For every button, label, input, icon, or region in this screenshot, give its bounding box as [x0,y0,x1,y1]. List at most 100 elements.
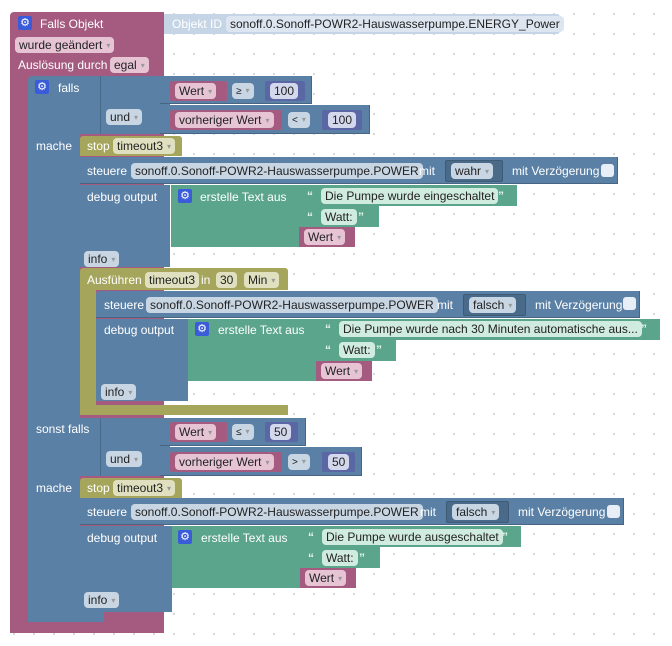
with-label: mit [437,298,453,312]
chevron-down-icon: ▾ [508,301,513,310]
chevron-down-icon: ▾ [301,115,306,124]
chevron-down-icon: ▾ [338,574,343,583]
text-field[interactable]: Watt: [321,209,357,225]
stop-timer-name: timeout3 [117,139,164,153]
variable-dropdown[interactable]: Wert▾ [175,424,217,440]
number-field[interactable]: 100 [270,83,299,99]
operator-dropdown[interactable]: <▾ [288,112,310,128]
chevron-down-icon: ▾ [265,458,270,467]
delay-checkbox[interactable] [623,297,636,310]
unit-dropdown[interactable]: Min▾ [244,272,280,288]
stop-timer-name: timeout3 [117,481,164,495]
variable-name: Wert [179,84,205,98]
log-level-value: info [105,385,125,399]
and-label: und [110,110,131,124]
variable-dropdown[interactable]: Wert▾ [175,83,217,99]
control-object-field[interactable]: sonoff.0.Sonoff-POWR2-Hauswasserpumpe.PO… [131,504,423,520]
control-label: steuere [87,164,128,178]
variable-dropdown[interactable]: Wert▾ [304,229,346,245]
log-level-value: info [88,593,108,607]
debug-label: debug output [87,190,158,204]
object-id-label: Objekt ID [172,17,223,31]
chevron-down-icon: ▾ [134,113,139,122]
operator-dropdown[interactable]: >▾ [288,454,310,470]
variable-name: Wert [179,425,205,439]
chevron-down-icon: ▾ [134,455,139,464]
chevron-down-icon: ▾ [140,61,145,70]
variable-dropdown[interactable]: Wert▾ [305,570,347,586]
text-field[interactable]: Watt: [322,550,358,566]
execute-timer-field[interactable]: timeout3 [145,272,200,288]
execute-timeout-side [80,290,96,414]
if-block[interactable] [28,76,80,620]
operator-value: > [292,457,298,468]
number-field[interactable]: 50 [328,454,350,470]
with-label: mit [420,505,436,519]
variable-dropdown[interactable]: vorheriger Wert▾ [175,454,274,470]
trigger-by-dropdown[interactable]: egal▾ [110,57,149,73]
and-label: und [110,452,131,466]
text-join-block[interactable] [172,526,300,588]
do2-label: mache [36,481,73,495]
delay-label: mit Verzögerung [535,298,623,312]
text-join-block[interactable] [188,319,316,381]
gear-icon[interactable]: ⚙ [195,322,209,336]
execute-timeout-footer [80,405,288,415]
execute-label: Ausführen [87,273,142,287]
variable-dropdown[interactable]: Wert▾ [321,363,363,379]
gear-icon[interactable]: ⚙ [178,530,192,544]
gear-icon[interactable]: ⚙ [35,80,49,94]
stop-label: stop [87,481,110,495]
log-level-dropdown[interactable]: info▾ [84,251,120,267]
close-quote-icon: ” [498,189,504,203]
condition-dropdown[interactable]: wurde geändert▾ [15,37,115,53]
chevron-down-icon: ▾ [167,484,172,493]
text-field[interactable]: Die Pumpe wurde nach 30 Minuten automati… [339,321,642,337]
stop-label: stop [87,139,110,153]
boolean-dropdown[interactable]: falsch▾ [452,504,500,520]
chevron-down-icon: ▾ [111,596,116,605]
chevron-down-icon: ▾ [128,388,133,397]
chevron-down-icon: ▾ [271,276,276,285]
object-id-field[interactable]: sonoff.0.Sonoff-POWR2-Hauswasserpumpe.EN… [226,16,564,32]
log-level-dropdown[interactable]: info▾ [84,592,120,608]
text-field[interactable]: Die Pumpe wurde ausgeschaltet [322,529,503,545]
number-field[interactable]: 100 [328,112,357,128]
variable-name: Wert [308,230,334,244]
do-label: mache [36,139,73,153]
number-field[interactable]: 50 [270,424,292,440]
boolean-dropdown[interactable]: wahr▾ [451,163,494,179]
control-object-field[interactable]: sonoff.0.Sonoff-POWR2-Hauswasserpumpe.PO… [146,297,438,313]
operator-value: < [292,115,298,126]
chevron-down-icon: ▾ [245,427,250,436]
gear-icon[interactable]: ⚙ [18,16,32,30]
open-quote-icon: “ [308,551,314,565]
chevron-down-icon: ▾ [301,457,306,466]
close-quote-icon: ” [358,210,364,224]
stop-timer-dropdown[interactable]: timeout3▾ [113,138,176,154]
and-dropdown-1[interactable]: und▾ [106,109,143,125]
boolean-value: falsch [456,505,488,519]
variable-name: vorheriger Wert [179,113,262,127]
stop-timer-dropdown[interactable]: timeout3▾ [113,480,176,496]
trigger-title: Falls Objekt [40,17,104,31]
delay-checkbox[interactable] [601,164,614,177]
text-field[interactable]: Watt: [339,342,375,358]
text-join-label: erstelle Text aus [201,531,288,545]
delay-checkbox[interactable] [607,505,620,518]
gear-icon[interactable]: ⚙ [178,189,192,203]
boolean-dropdown[interactable]: falsch▾ [469,297,517,313]
control-object-field[interactable]: sonoff.0.Sonoff-POWR2-Hauswasserpumpe.PO… [131,163,423,179]
chevron-down-icon: ▾ [106,41,111,50]
unit-value: Min [248,273,268,287]
text-join-block[interactable] [171,185,299,247]
log-level-dropdown[interactable]: info▾ [101,384,137,400]
operator-dropdown[interactable]: ≥▾ [232,83,254,99]
delay-value-field[interactable]: 30 [216,272,238,288]
operator-dropdown[interactable]: ≤▾ [232,424,254,440]
variable-dropdown[interactable]: vorheriger Wert▾ [175,112,274,128]
if-footer [28,612,104,622]
open-quote-icon: “ [307,189,313,203]
text-field[interactable]: Die Pumpe wurde eingeschaltet [321,188,499,204]
and-dropdown-2[interactable]: und▾ [106,451,143,467]
